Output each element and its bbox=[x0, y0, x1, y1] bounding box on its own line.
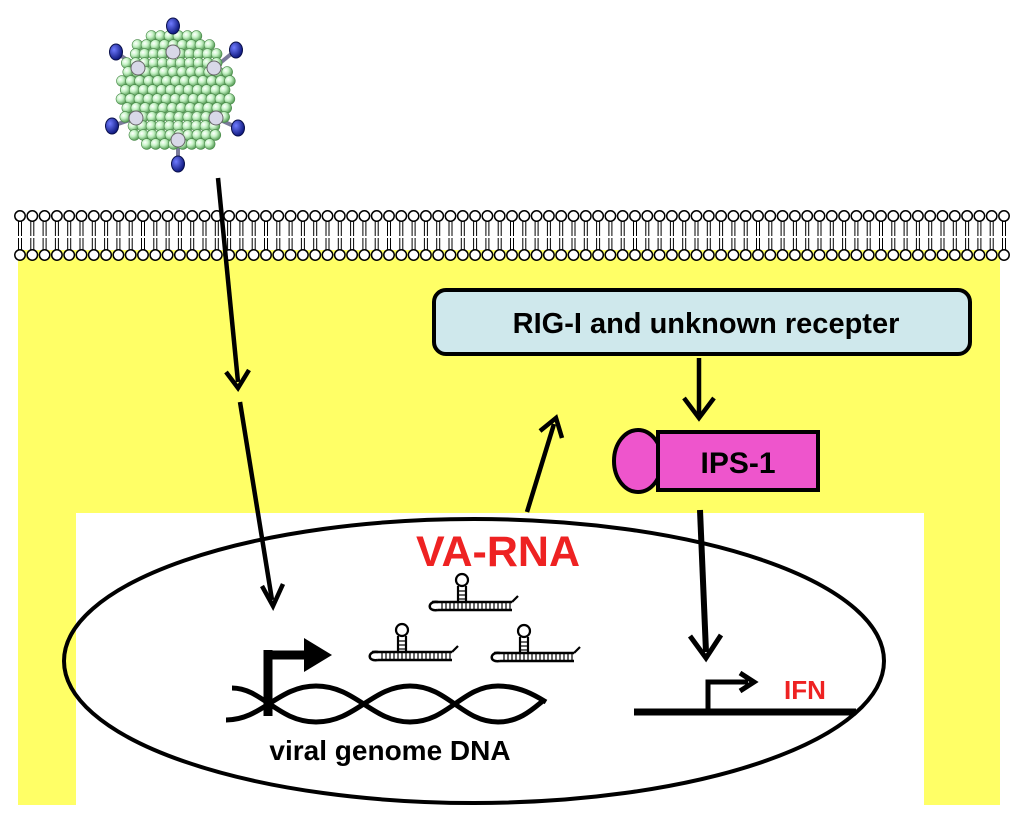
receptor-label: RIG-I and unknown recepter bbox=[513, 308, 900, 340]
virus-entry-arrow bbox=[215, 177, 286, 612]
receptor-box: RIG-I and unknown recepter bbox=[432, 288, 972, 356]
stem-loop-rna-icon bbox=[428, 572, 519, 612]
ifn-promoter-arrow-icon bbox=[705, 679, 748, 710]
ips1-box: IPS-1 bbox=[612, 428, 820, 494]
ifn-label: IFN bbox=[784, 675, 826, 705]
nucleus-envelope bbox=[62, 517, 886, 805]
va-rna-label: VA-RNA bbox=[416, 528, 580, 576]
genome-label: viral genome DNA bbox=[269, 735, 510, 766]
va-rna-export-arrow bbox=[524, 414, 565, 513]
stem-loop-rna-icon bbox=[490, 623, 581, 663]
ifn-gene: IFN bbox=[634, 670, 856, 716]
va-rna-molecules bbox=[368, 572, 581, 663]
receptor-to-ips1-arrow bbox=[682, 358, 716, 422]
ips1-label: IPS-1 bbox=[700, 447, 775, 480]
stem-loop-rna-icon bbox=[368, 622, 459, 662]
cell-membrane bbox=[14, 210, 1010, 261]
ips1-card-domain bbox=[612, 428, 664, 494]
adenovirus-icon bbox=[105, 17, 245, 173]
viral-dna-helix bbox=[225, 683, 548, 725]
ips1-to-ifn-arrow bbox=[687, 509, 724, 663]
